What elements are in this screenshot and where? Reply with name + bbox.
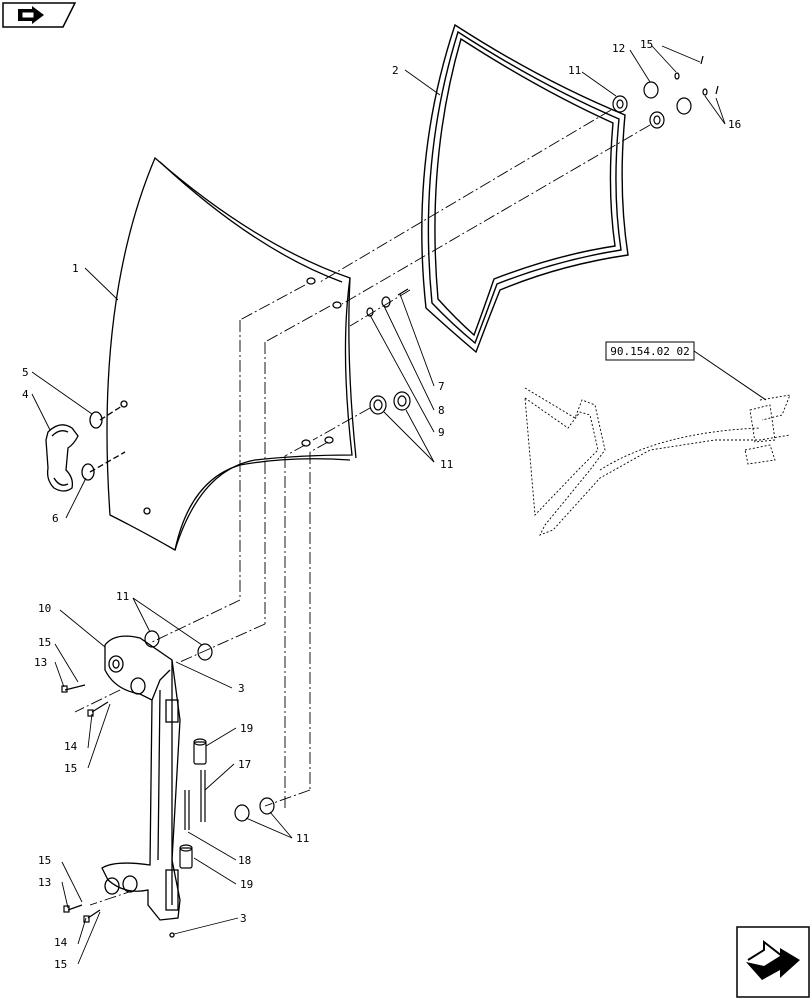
callout-5: 5 [22,366,29,379]
callout-11-middle: 11 [440,458,453,471]
callout-19-lower: 19 [240,878,253,891]
callout-6: 6 [52,512,59,525]
fastener-stack-7-9 [366,288,411,415]
pins-and-bushings [144,630,275,869]
alignment-lines [74,109,651,906]
callout-4: 4 [22,388,29,401]
callout-3-upper: 3 [238,682,245,695]
callout-15-lower-a: 15 [38,854,51,867]
callout-11-lower: 11 [296,832,309,845]
callout-10: 10 [38,602,51,615]
callout-12: 12 [612,42,625,55]
screws-13-14 [61,684,109,923]
callout-13-lower: 13 [38,876,51,889]
callout-3-lower: 3 [240,912,247,925]
reference-leader [693,350,767,401]
reference-box: 90.154.02 02 [605,341,695,361]
callout-2: 2 [392,64,399,77]
fastener-cluster-top [612,55,719,129]
callout-labels: 1 2 3 3 4 5 6 7 8 9 10 11 11 11 11 12 13… [22,38,741,971]
back-arrow-icon[interactable] [2,2,77,28]
callout-15-upper: 15 [38,636,51,649]
callout-8: 8 [438,404,445,417]
handle-part-4 [45,405,126,492]
callout-15-middle: 15 [64,762,77,775]
callout-15-lower-b: 15 [54,958,67,971]
callout-14-lower: 14 [54,936,68,949]
callout-13-upper: 13 [34,656,47,669]
glass-panel-2 [421,23,629,354]
callout-11-top: 11 [568,64,581,77]
hinge-bracket-10 [101,635,181,938]
glass-panel-1 [106,156,357,551]
callout-18: 18 [238,854,251,867]
callout-16: 16 [728,118,741,131]
callout-19-upper: 19 [240,722,253,735]
callout-15-top: 15 [640,38,653,51]
forward-arrow-icon[interactable] [736,926,810,998]
reference-box-text: 90.154.02 02 [610,345,689,358]
callout-1: 1 [72,262,79,275]
callout-7: 7 [438,380,445,393]
callout-9: 9 [438,426,445,439]
reference-illustration [524,387,791,536]
callout-17: 17 [238,758,251,771]
callout-leaders [31,45,726,965]
callout-14-upper: 14 [64,740,78,753]
callout-11-bracket: 11 [116,590,129,603]
